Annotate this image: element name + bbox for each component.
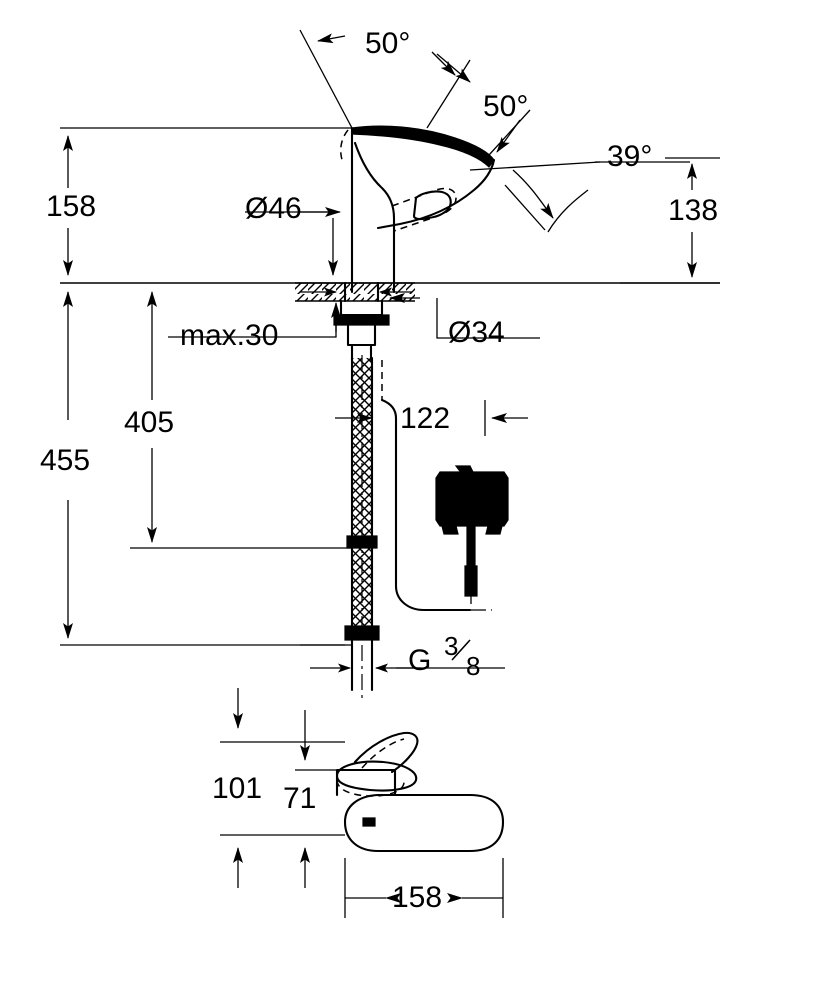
dim-101 [220,688,345,888]
cable-route [380,360,492,612]
mounting-hardware [333,281,390,362]
dim-138 [620,157,720,284]
label-dim-d46: Ø46 [245,192,302,225]
label-dim-138: 138 [668,194,718,227]
label-angle-39: 39° [607,140,652,173]
label-g38-numerator: 3 [444,631,458,661]
label-angle-50-lower: 50° [483,90,528,123]
faucet-body-elevation [339,125,496,294]
flex-hose [344,355,380,700]
dim-d34 [389,293,540,339]
label-angle-50-upper: 50° [365,27,410,60]
angle-leader-50-upper [299,29,471,129]
label-dim-158-reach: 158 [392,881,442,914]
dim-158-reach [344,858,504,918]
dim-122 [335,400,528,436]
label-dim-455: 455 [40,444,90,477]
label-dim-158-height: 158 [46,190,96,223]
plan-view-faucet [335,731,505,853]
label-dim-71: 71 [283,782,316,815]
dim-455 [60,291,345,646]
label-dim-122: 122 [400,402,450,435]
dim-d46 [245,207,341,276]
angle-leader-50-lower [488,109,531,156]
label-g38-denominator: 8 [466,651,480,681]
dim-g38 [300,644,505,673]
label-dim-g38: G 3 8 [408,631,480,681]
label-dim-d34: Ø34 [448,316,505,349]
label-dim-max30: max.30 [180,319,278,352]
label-dim-101: 101 [212,772,262,805]
label-dim-405: 405 [124,406,174,439]
power-box [435,465,509,604]
dim-71 [295,710,345,888]
angle-leader-39 [469,161,690,233]
dim-max30 [168,302,341,338]
label-g38-prefix: G [408,644,431,677]
dim-405 [130,291,352,549]
dim-158-height [60,127,352,276]
